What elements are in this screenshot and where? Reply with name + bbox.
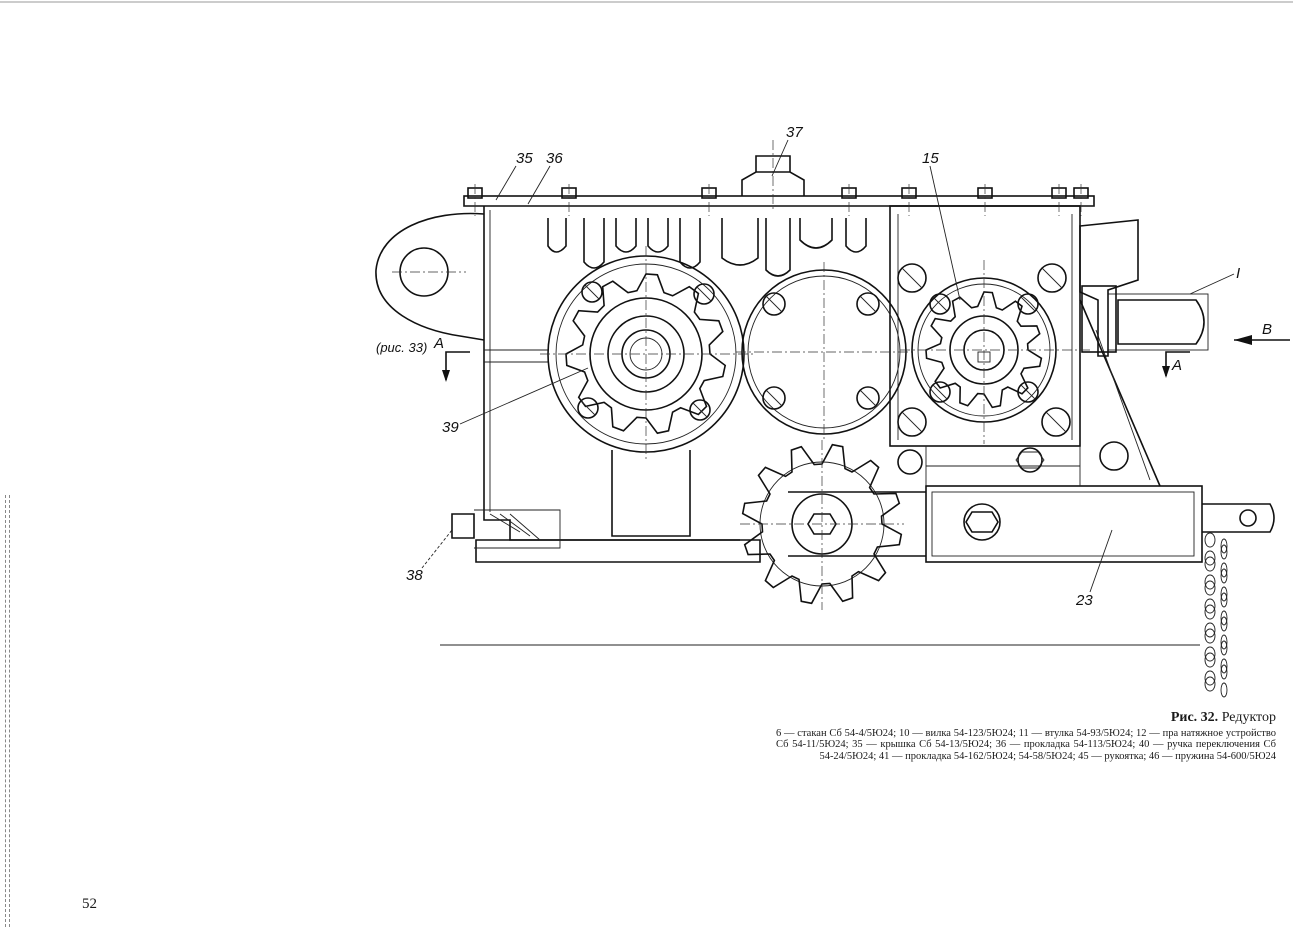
chain-link [1220,634,1228,650]
chain-link [1204,574,1216,590]
chain-link [1204,676,1216,692]
callout-39: 39 [442,419,459,436]
chain-link [1204,628,1216,644]
section-A-right: A [1171,357,1182,374]
callout-23: 23 [1075,592,1093,609]
chain-link [1204,550,1216,566]
chain-link [1220,568,1228,584]
scan-margin [9,495,10,927]
chain-link [1220,640,1228,656]
callout-I: I [1236,265,1240,282]
figure-name: Редуктор [1221,710,1276,725]
bolt-icon [901,184,917,216]
chain-link [1220,616,1228,632]
chain-link [1204,646,1216,662]
figure-title: Рис. 32. Редуктор [776,710,1276,725]
chain-link [1204,652,1216,668]
callout-B: B [1262,321,1272,338]
chain-link [1220,658,1228,674]
bolt-icon [841,184,857,216]
chain-link [1204,532,1216,548]
bolt-icon [1073,184,1089,216]
page-number: 52 [82,896,97,912]
callout-15: 15 [922,150,939,167]
chain-link [1220,544,1228,560]
sprocket-icon [736,262,912,442]
bolt-icon [467,184,483,216]
chain-link [1220,682,1228,698]
section-A-left: A [433,335,444,352]
bolt-icon [1051,184,1067,216]
chain-link [1220,538,1228,554]
leader-lines [421,139,1235,593]
chain-link [1204,580,1216,596]
callout-37: 37 [786,124,803,141]
chain-link [1204,604,1216,620]
chain-link [1220,586,1228,602]
bolt-icon [701,184,717,216]
cover-bolts [467,184,1089,216]
chain-link [1204,622,1216,638]
housing-outline [375,140,1275,646]
view-arrow-icon [442,335,1290,382]
bolt-icon [561,184,577,216]
chain-link [1204,556,1216,572]
figure-caption: Рис. 32. Редуктор 6 — стакан Сб 54-4/5Ю2… [776,710,1276,762]
chain-link [1220,562,1228,578]
sprocket-icon [740,440,1045,610]
sprocket-icon [897,260,1090,444]
chain-link [1204,598,1216,614]
figure-reference: (рис. 33) [376,340,427,355]
figure-legend: 6 — стакан Сб 54-4/5Ю24; 10 — вилка 54-1… [776,727,1276,762]
sprocket-icon [540,246,756,460]
chain-link [1220,610,1228,626]
callout-36: 36 [546,150,563,167]
chain-icon [1204,532,1228,698]
figure-number: Рис. 32. [1170,710,1219,725]
callout-35: 35 [516,150,533,167]
chain-link [1220,592,1228,608]
chain-link [1204,670,1216,686]
callout-38: 38 [406,567,423,584]
bolt-icon [977,184,993,216]
chain-link [1220,664,1228,680]
scan-margin [5,495,6,927]
